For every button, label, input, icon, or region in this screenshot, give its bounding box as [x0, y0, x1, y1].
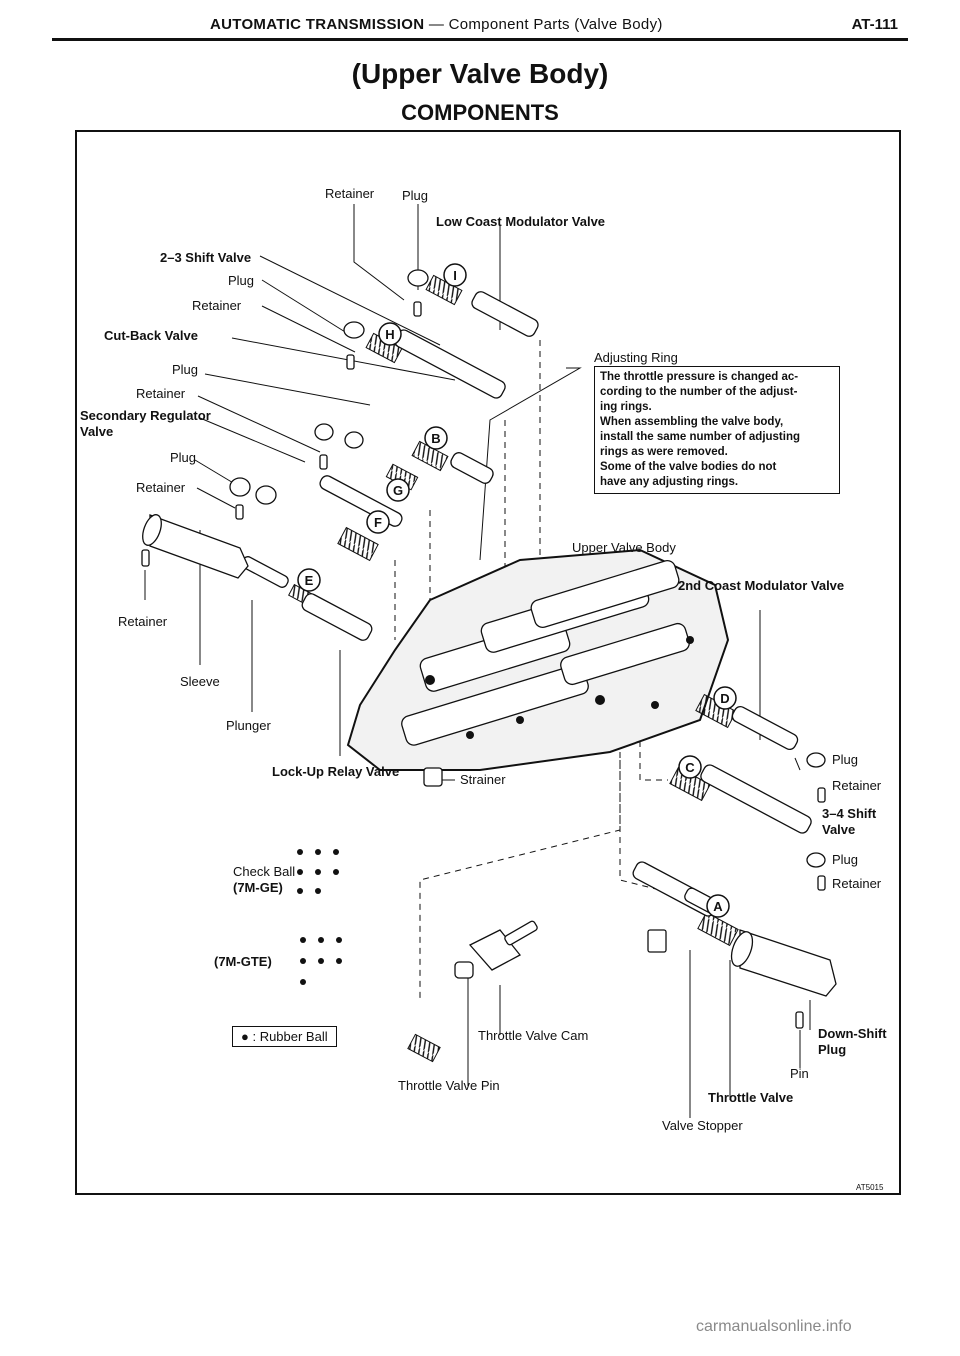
label-plug-top: Plug: [402, 188, 428, 203]
label-plug: Plug: [172, 362, 198, 377]
label-upper-valve-body: Upper Valve Body: [572, 540, 676, 555]
callout-letters: I H B G F E D C A: [305, 268, 730, 914]
label-retainer-right: Retainer: [832, 778, 882, 793]
note-line: When assembling the valve body,: [600, 416, 784, 428]
label-down-shift-plug: Plug: [818, 1042, 846, 1057]
label-plunger: Plunger: [226, 718, 271, 733]
label-secondary-regulator: Secondary Regulator: [80, 408, 211, 423]
label-throttle-valve-pin: Throttle Valve Pin: [398, 1078, 500, 1093]
callout-f: [366, 510, 390, 534]
header-subsection: — Component Parts (Valve Body): [428, 16, 663, 33]
label-check-ball: Check Ball: [233, 864, 295, 879]
callout-letter: D: [720, 691, 729, 706]
diagram-frame: [75, 130, 901, 1195]
callout-b: [424, 426, 448, 450]
label-retainer: Retainer: [192, 298, 242, 313]
callout-letter: I: [453, 268, 457, 283]
label-secondary-regulator-valve: Valve: [80, 424, 113, 439]
springs: [288, 274, 739, 1063]
callout-letter: F: [374, 515, 382, 530]
header-section: AUTOMATIC TRANSMISSION: [210, 16, 425, 33]
label-pin: Pin: [790, 1066, 809, 1081]
note-line: The throttle pressure is changed ac-: [600, 371, 799, 383]
label-3-4-shift: 3–4 Shift: [822, 806, 877, 821]
label-adjusting-ring: Adjusting Ring: [594, 350, 678, 365]
check-balls: [297, 849, 342, 985]
label-lock-up-relay-valve: Lock-Up Relay Valve: [272, 764, 399, 779]
label-sleeve: Sleeve: [180, 674, 220, 689]
callout-circles: [297, 263, 737, 918]
callout-d: [713, 686, 737, 710]
note-line: rings as were removed.: [600, 446, 728, 458]
valve-parts: [141, 269, 837, 1029]
label-cut-back-valve: Cut-Back Valve: [104, 328, 198, 343]
page-subtitle: COMPONENTS: [401, 100, 559, 125]
label-retainer-top: Retainer: [325, 186, 375, 201]
note-line: Some of the valve bodies do not: [600, 461, 777, 473]
callout-letter: B: [431, 431, 440, 446]
label-retainer: Retainer: [136, 480, 186, 495]
label-2-3-shift-valve: 2–3 Shift Valve: [160, 250, 251, 265]
note-line: ing rings.: [600, 401, 652, 413]
note-line: have any adjusting rings.: [600, 476, 739, 488]
callout-h: [378, 322, 402, 346]
label-retainer-left: Retainer: [118, 614, 168, 629]
label-plug-right: Plug: [832, 752, 858, 767]
callout-c: [678, 755, 702, 779]
label-2nd-coast-modulator: 2nd Coast Modulator Valve: [678, 578, 844, 593]
label-throttle-valve: Throttle Valve: [708, 1090, 793, 1105]
label-7m-gte: (7M-GTE): [214, 954, 272, 969]
label-plug: Plug: [228, 273, 254, 288]
callout-letter: C: [685, 760, 695, 775]
label-check-ball-7m-ge: (7M-GE): [233, 880, 283, 895]
callout-letter: A: [713, 899, 723, 914]
callout-i: [443, 263, 467, 287]
page-header: AUTOMATIC TRANSMISSION — Component Parts…: [210, 16, 663, 33]
label-down-shift: Down-Shift: [818, 1026, 887, 1041]
label-throttle-valve-cam: Throttle Valve Cam: [478, 1028, 588, 1043]
label-retainer-right-2: Retainer: [832, 876, 882, 891]
label-strainer: Strainer: [460, 772, 506, 787]
callout-letter: E: [305, 573, 314, 588]
page-number: AT-111: [851, 16, 898, 33]
note-line: cording to the number of the adjust-: [600, 386, 798, 398]
label-valve-stopper: Valve Stopper: [662, 1118, 743, 1133]
assembly-dashes: [394, 340, 668, 1000]
callout-e: [297, 568, 321, 592]
label-plug: Plug: [170, 450, 196, 465]
leader-lines: [144, 204, 811, 1118]
page-title: (Upper Valve Body): [351, 58, 609, 89]
header-rule: [52, 38, 908, 41]
callout-letter: G: [393, 483, 403, 498]
callout-letter: H: [385, 327, 394, 342]
label-low-coast-modulator: Low Coast Modulator Valve: [436, 214, 605, 229]
figure-code: AT5015: [856, 1183, 884, 1192]
adjusting-ring-note: The throttle pressure is changed ac- cor…: [594, 366, 840, 494]
label-retainer: Retainer: [136, 386, 186, 401]
callout-a: [706, 894, 730, 918]
rubber-ball-legend: ● : Rubber Ball: [232, 1026, 337, 1047]
callout-g: [386, 478, 410, 502]
watermark: carmanualsonline.info: [696, 1318, 852, 1335]
note-line: install the same number of adjusting: [600, 431, 801, 443]
label-plug-right-2: Plug: [832, 852, 858, 867]
upper-valve-body-illustration: [346, 548, 730, 771]
label-3-4-shift-valve: Valve: [822, 822, 855, 837]
